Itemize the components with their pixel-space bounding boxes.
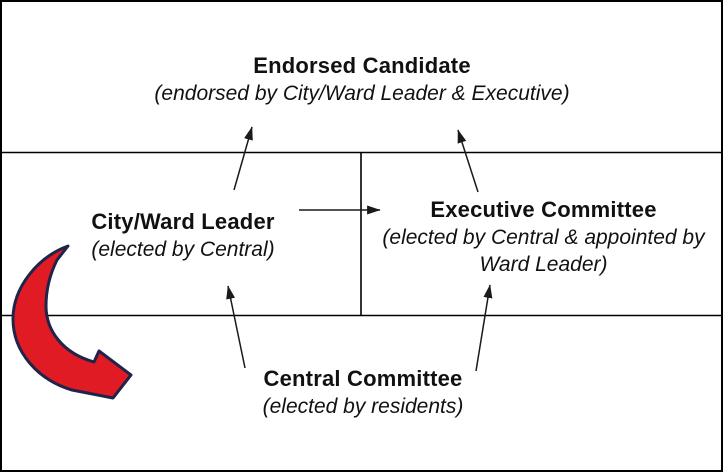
central-committee-title: Central Committee: [263, 366, 463, 391]
city-ward-leader-subtitle: (elected by Central): [91, 238, 275, 261]
executive-committee-title: Executive Committee: [430, 197, 657, 222]
node-executive-committee: Executive Committee (elected by Central …: [373, 196, 714, 278]
section-dividers: [2, 151, 721, 317]
arrow-executive-to-endorsed-icon: [457, 129, 479, 193]
node-central-committee: Central Committee (elected by residents): [63, 365, 663, 420]
red-curved-arrow-icon: [11, 244, 133, 400]
city-ward-leader-title: City/Ward Leader: [91, 209, 275, 234]
node-city-ward-leader: City/Ward Leader (elected by Central): [33, 208, 333, 263]
executive-committee-subtitle: (elected by Central & appointed by Ward …: [382, 226, 705, 276]
endorsed-candidate-title: Endorsed Candidate: [253, 53, 471, 78]
arrow-cityward-to-endorsed-icon: [233, 126, 253, 191]
central-committee-subtitle: (elected by residents): [262, 395, 464, 418]
connector-arrows: [226, 126, 493, 372]
arrow-central-to-executive-icon: [475, 284, 493, 372]
node-endorsed-candidate: Endorsed Candidate (endorsed by City/War…: [62, 52, 662, 107]
endorsed-candidate-subtitle: (endorsed by City/Ward Leader & Executiv…: [154, 82, 570, 105]
arrow-central-to-cityward-icon: [226, 285, 246, 369]
